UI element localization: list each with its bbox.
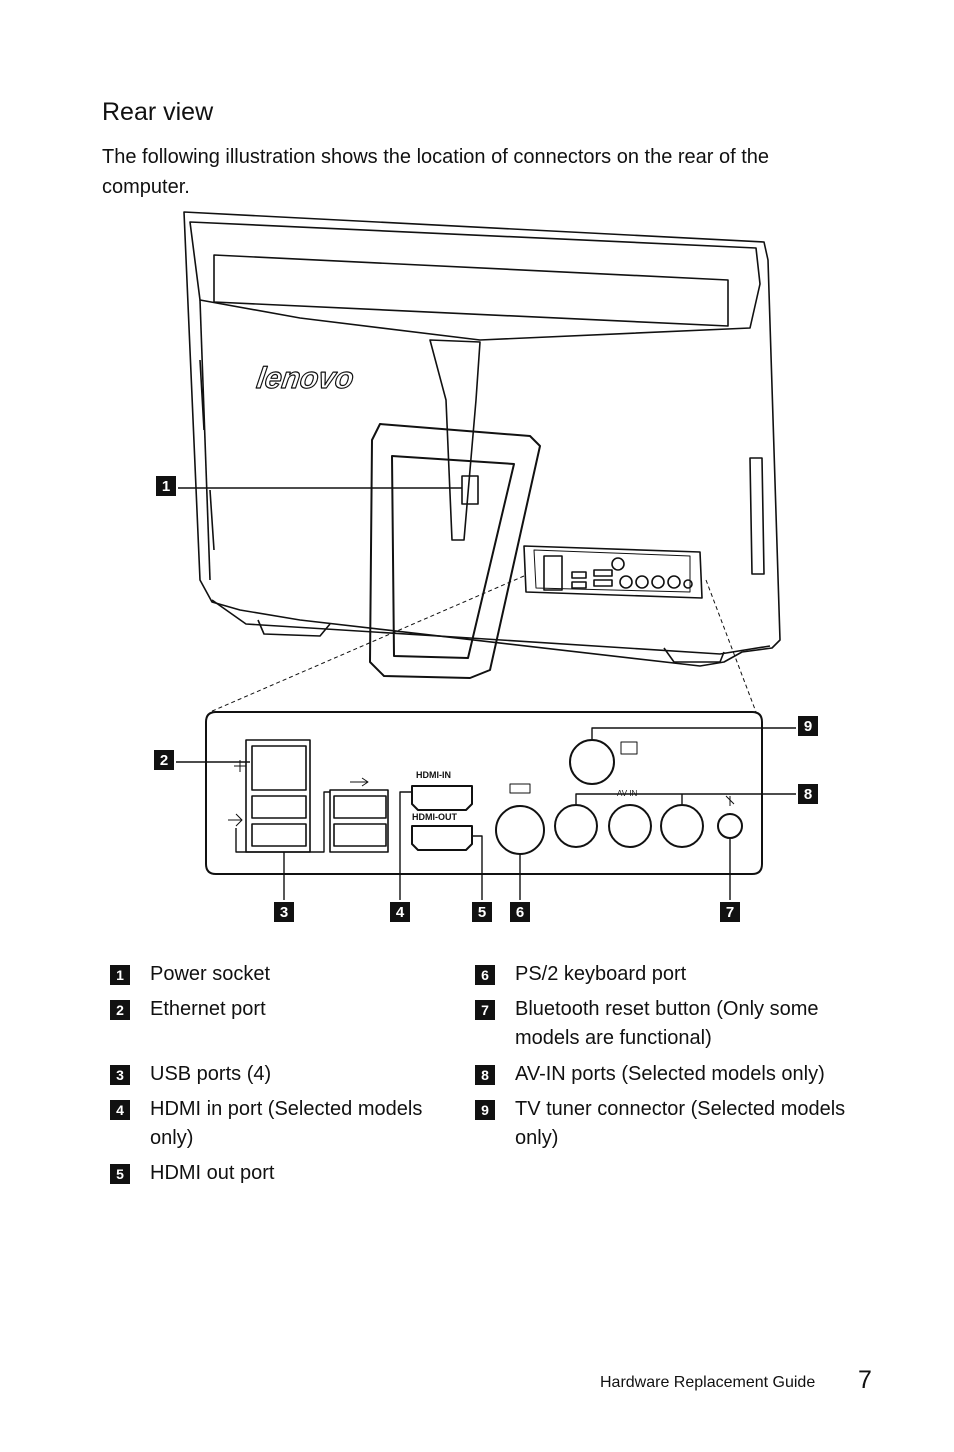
legend-label: HDMI out port <box>150 1162 275 1184</box>
legend-number: 4 <box>110 1100 130 1120</box>
footer-guide-title: Hardware Replacement Guide <box>600 1374 816 1391</box>
legend-item: 9 TV tuner connector (Selected models on… <box>475 1095 865 1153</box>
legend-label: Power socket <box>150 963 271 985</box>
svg-text:5: 5 <box>478 904 486 921</box>
legend-label: PS/2 keyboard port <box>515 963 687 985</box>
callout-3: 3 <box>274 902 294 922</box>
zoom-guide-right <box>705 579 757 713</box>
callout-4: 4 <box>390 902 410 922</box>
legend-number: 9 <box>475 1100 495 1120</box>
svg-text:6: 6 <box>516 904 524 921</box>
usb-port-2 <box>251 823 307 847</box>
usb-icon-right <box>350 777 369 787</box>
rear-view-illustration: lenovo <box>154 211 818 922</box>
callout-2: 2 <box>154 750 174 770</box>
legend-item: 3 USB ports (4) <box>110 1060 440 1089</box>
legend-label: AV-IN ports (Selected models only) <box>515 1063 825 1085</box>
svg-text:9: 9 <box>804 718 812 735</box>
callout-8: 8 <box>798 784 818 804</box>
usb-icon-left <box>228 813 243 827</box>
rear-io-panel-enlarged <box>205 711 763 875</box>
page-number: 7 <box>858 1366 872 1394</box>
hdmi-out-port <box>411 825 473 851</box>
callout-6: 6 <box>510 902 530 922</box>
legend-item: 2 Ethernet port <box>110 995 440 1024</box>
power-socket <box>461 475 479 505</box>
tv-icon <box>620 741 638 755</box>
callout-1: 1 <box>156 476 176 496</box>
av-in-port-3 <box>660 804 704 848</box>
av-in-port-1 <box>554 804 598 848</box>
legend-item: 4 HDMI in port (Selected models only) <box>110 1095 440 1153</box>
legend-number: 7 <box>475 1000 495 1020</box>
legend-item: 6 PS/2 keyboard port <box>475 960 865 989</box>
svg-text:1: 1 <box>162 478 170 495</box>
legend-label: Bluetooth reset button (Only some models… <box>515 998 819 1049</box>
legend-label: HDMI in port (Selected models only) <box>150 1098 423 1149</box>
av-in-port-2 <box>608 804 652 848</box>
bluetooth-icon <box>725 795 735 806</box>
legend-item: 8 AV-IN ports (Selected models only) <box>475 1060 865 1089</box>
monitor-body <box>183 211 781 667</box>
callout-5: 5 <box>472 902 492 922</box>
svg-text:2: 2 <box>160 752 168 769</box>
zoom-guide-left <box>209 575 525 713</box>
legend-label: TV tuner connector (Selected models only… <box>515 1098 846 1149</box>
legend-number: 6 <box>475 965 495 985</box>
hdmi-out-label: HDMI-OUT <box>412 812 457 822</box>
keyboard-icon <box>509 783 531 794</box>
tv-tuner-connector <box>569 739 615 785</box>
legend-number: 8 <box>475 1065 495 1085</box>
section-heading: Rear view <box>102 98 214 126</box>
svg-text:7: 7 <box>726 904 734 921</box>
svg-text:8: 8 <box>804 786 812 803</box>
rear-io-panel-small <box>523 545 703 599</box>
svg-text:3: 3 <box>280 904 288 921</box>
svg-text:lenovo: lenovo <box>255 362 356 395</box>
legend-item: 7 Bluetooth reset button (Only some mode… <box>475 995 845 1053</box>
usb-port-3 <box>333 795 387 819</box>
legend-number: 1 <box>110 965 130 985</box>
hdmi-in-label: HDMI-IN <box>416 770 451 780</box>
intro-paragraph: The following illustration shows the loc… <box>102 146 770 198</box>
bluetooth-reset-button <box>717 813 743 839</box>
legend-number: 5 <box>110 1164 130 1184</box>
svg-text:4: 4 <box>396 904 405 921</box>
legend-item: 5 HDMI out port <box>110 1159 440 1188</box>
callout-7: 7 <box>720 902 740 922</box>
legend-label: USB ports (4) <box>150 1063 272 1085</box>
legend-number: 2 <box>110 1000 130 1020</box>
ps2-keyboard-port <box>495 805 545 855</box>
ethernet-port <box>251 745 307 791</box>
legend-item: 1 Power socket <box>110 960 440 989</box>
legend-label: Ethernet port <box>150 998 266 1020</box>
usb-port-1 <box>251 795 307 819</box>
callout-9: 9 <box>798 716 818 736</box>
lenovo-logo: lenovo <box>254 362 356 396</box>
monitor-stand <box>369 423 541 679</box>
hdmi-in-port <box>411 785 473 811</box>
legend-number: 3 <box>110 1065 130 1085</box>
usb-port-4 <box>333 823 387 847</box>
